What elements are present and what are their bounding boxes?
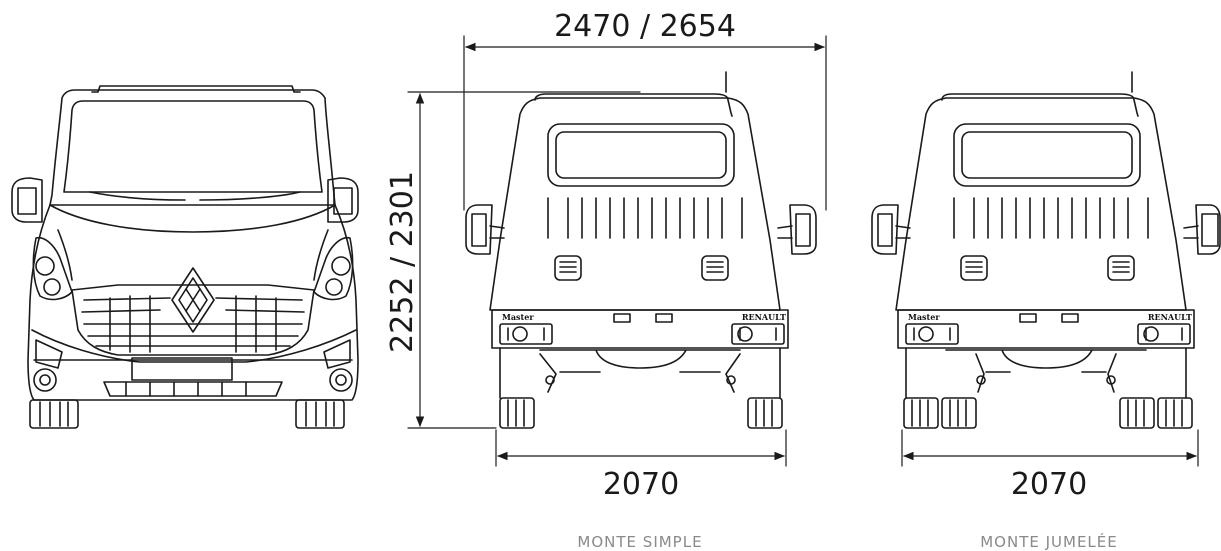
overall-width-label: 2470 / 2654 bbox=[554, 9, 736, 44]
height-label: 2252 / 2301 bbox=[385, 171, 420, 353]
rear-view-simple bbox=[465, 71, 817, 429]
brand-badge-simple: RENAULT bbox=[742, 312, 786, 322]
rear-vents bbox=[953, 197, 1149, 239]
caption-monte-simple: MONTE SIMPLE bbox=[577, 533, 702, 551]
track-simple-label: 2070 bbox=[603, 467, 679, 502]
track-jumelee-label: 2070 bbox=[1011, 467, 1087, 502]
left-mirror bbox=[11, 177, 43, 223]
right-mirror bbox=[327, 177, 359, 223]
brand-badge-jumelee: RENAULT bbox=[1148, 312, 1192, 322]
model-badge-jumelee: Master bbox=[908, 312, 940, 322]
plate-holder bbox=[131, 357, 233, 381]
model-badge-simple: Master bbox=[502, 312, 534, 322]
dimension-lines bbox=[407, 35, 1199, 467]
caption-monte-jumelee: MONTE JUMELÉE bbox=[980, 532, 1118, 551]
rear-vents bbox=[547, 197, 743, 239]
grille-slats bbox=[81, 295, 305, 353]
rear-view-jumelee bbox=[871, 71, 1221, 429]
front-view bbox=[11, 85, 359, 429]
renault-logo-icon bbox=[171, 267, 215, 333]
